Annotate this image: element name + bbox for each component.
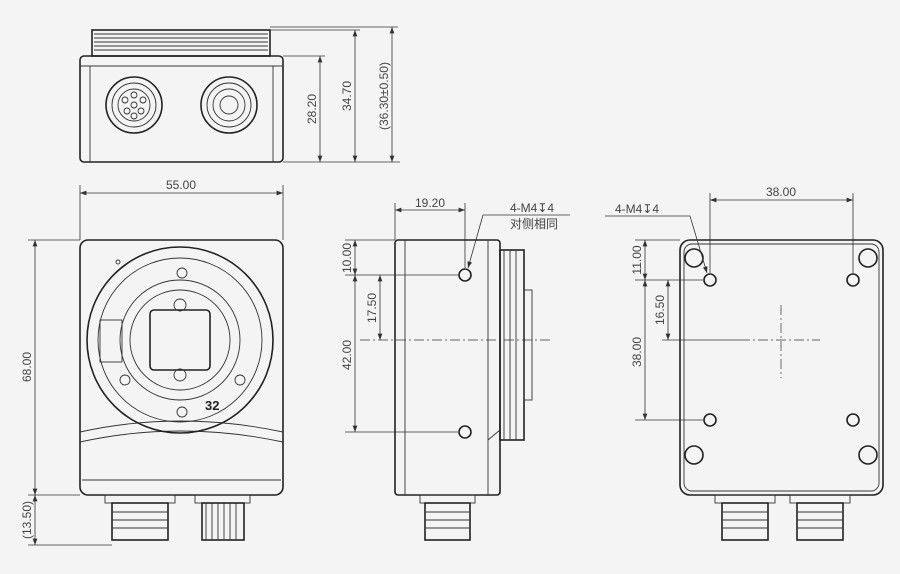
dim-38-00-v: 38.00: [630, 337, 644, 367]
top-body: [79, 55, 284, 163]
model-marking: 32: [205, 398, 219, 413]
image-sensor: [149, 309, 211, 371]
dim-68-00: 68.00: [20, 352, 34, 382]
thread-callout: 4-M4↧4: [510, 201, 554, 215]
dim-11-00: 11.00: [630, 245, 644, 274]
mount-hole: [458, 425, 472, 439]
dim-17-50: 17.50: [365, 293, 379, 323]
mount-holes: [703, 273, 860, 427]
rear-view: 38.00 4-M4↧4 11.00 16.50 38.00: [605, 185, 884, 541]
dim-55-00: 55.00: [166, 178, 196, 192]
side-body: [394, 239, 501, 496]
thread-callout-rear: 4-M4↧4: [615, 202, 659, 216]
dim-28-20: 28.20: [305, 94, 319, 124]
top-view: 28.20 34.70 (36.30±0.50): [79, 26, 400, 163]
front-connectors: [104, 494, 251, 541]
dim-19-20: 19.20: [415, 196, 445, 210]
dim-10-00: 10.00: [340, 243, 354, 273]
dim-16-50: 16.50: [653, 295, 667, 325]
rear-body: [679, 239, 884, 496]
mount-hole: [458, 268, 472, 282]
lens-mount-ring: [86, 246, 274, 434]
front-view: 32 55.00 68.00 (13.50): [20, 178, 284, 546]
connector-12pin: [200, 76, 258, 134]
dim-38-00-h: 38.00: [766, 185, 796, 199]
front-body: [79, 239, 284, 496]
dim-36-30: (36.30±0.50): [377, 62, 391, 130]
side-view: 19.20 4-M4↧4 对侧相同 10.00 42.00 17.50: [340, 196, 570, 541]
callout-note: 对侧相同: [510, 217, 558, 231]
dim-42-00: 42.00: [340, 340, 354, 370]
dim-34-70: 34.70: [340, 81, 354, 111]
dim-13-50: (13.50): [20, 501, 34, 539]
connector-8pin: [105, 76, 163, 134]
corner-screws: [684, 248, 878, 465]
